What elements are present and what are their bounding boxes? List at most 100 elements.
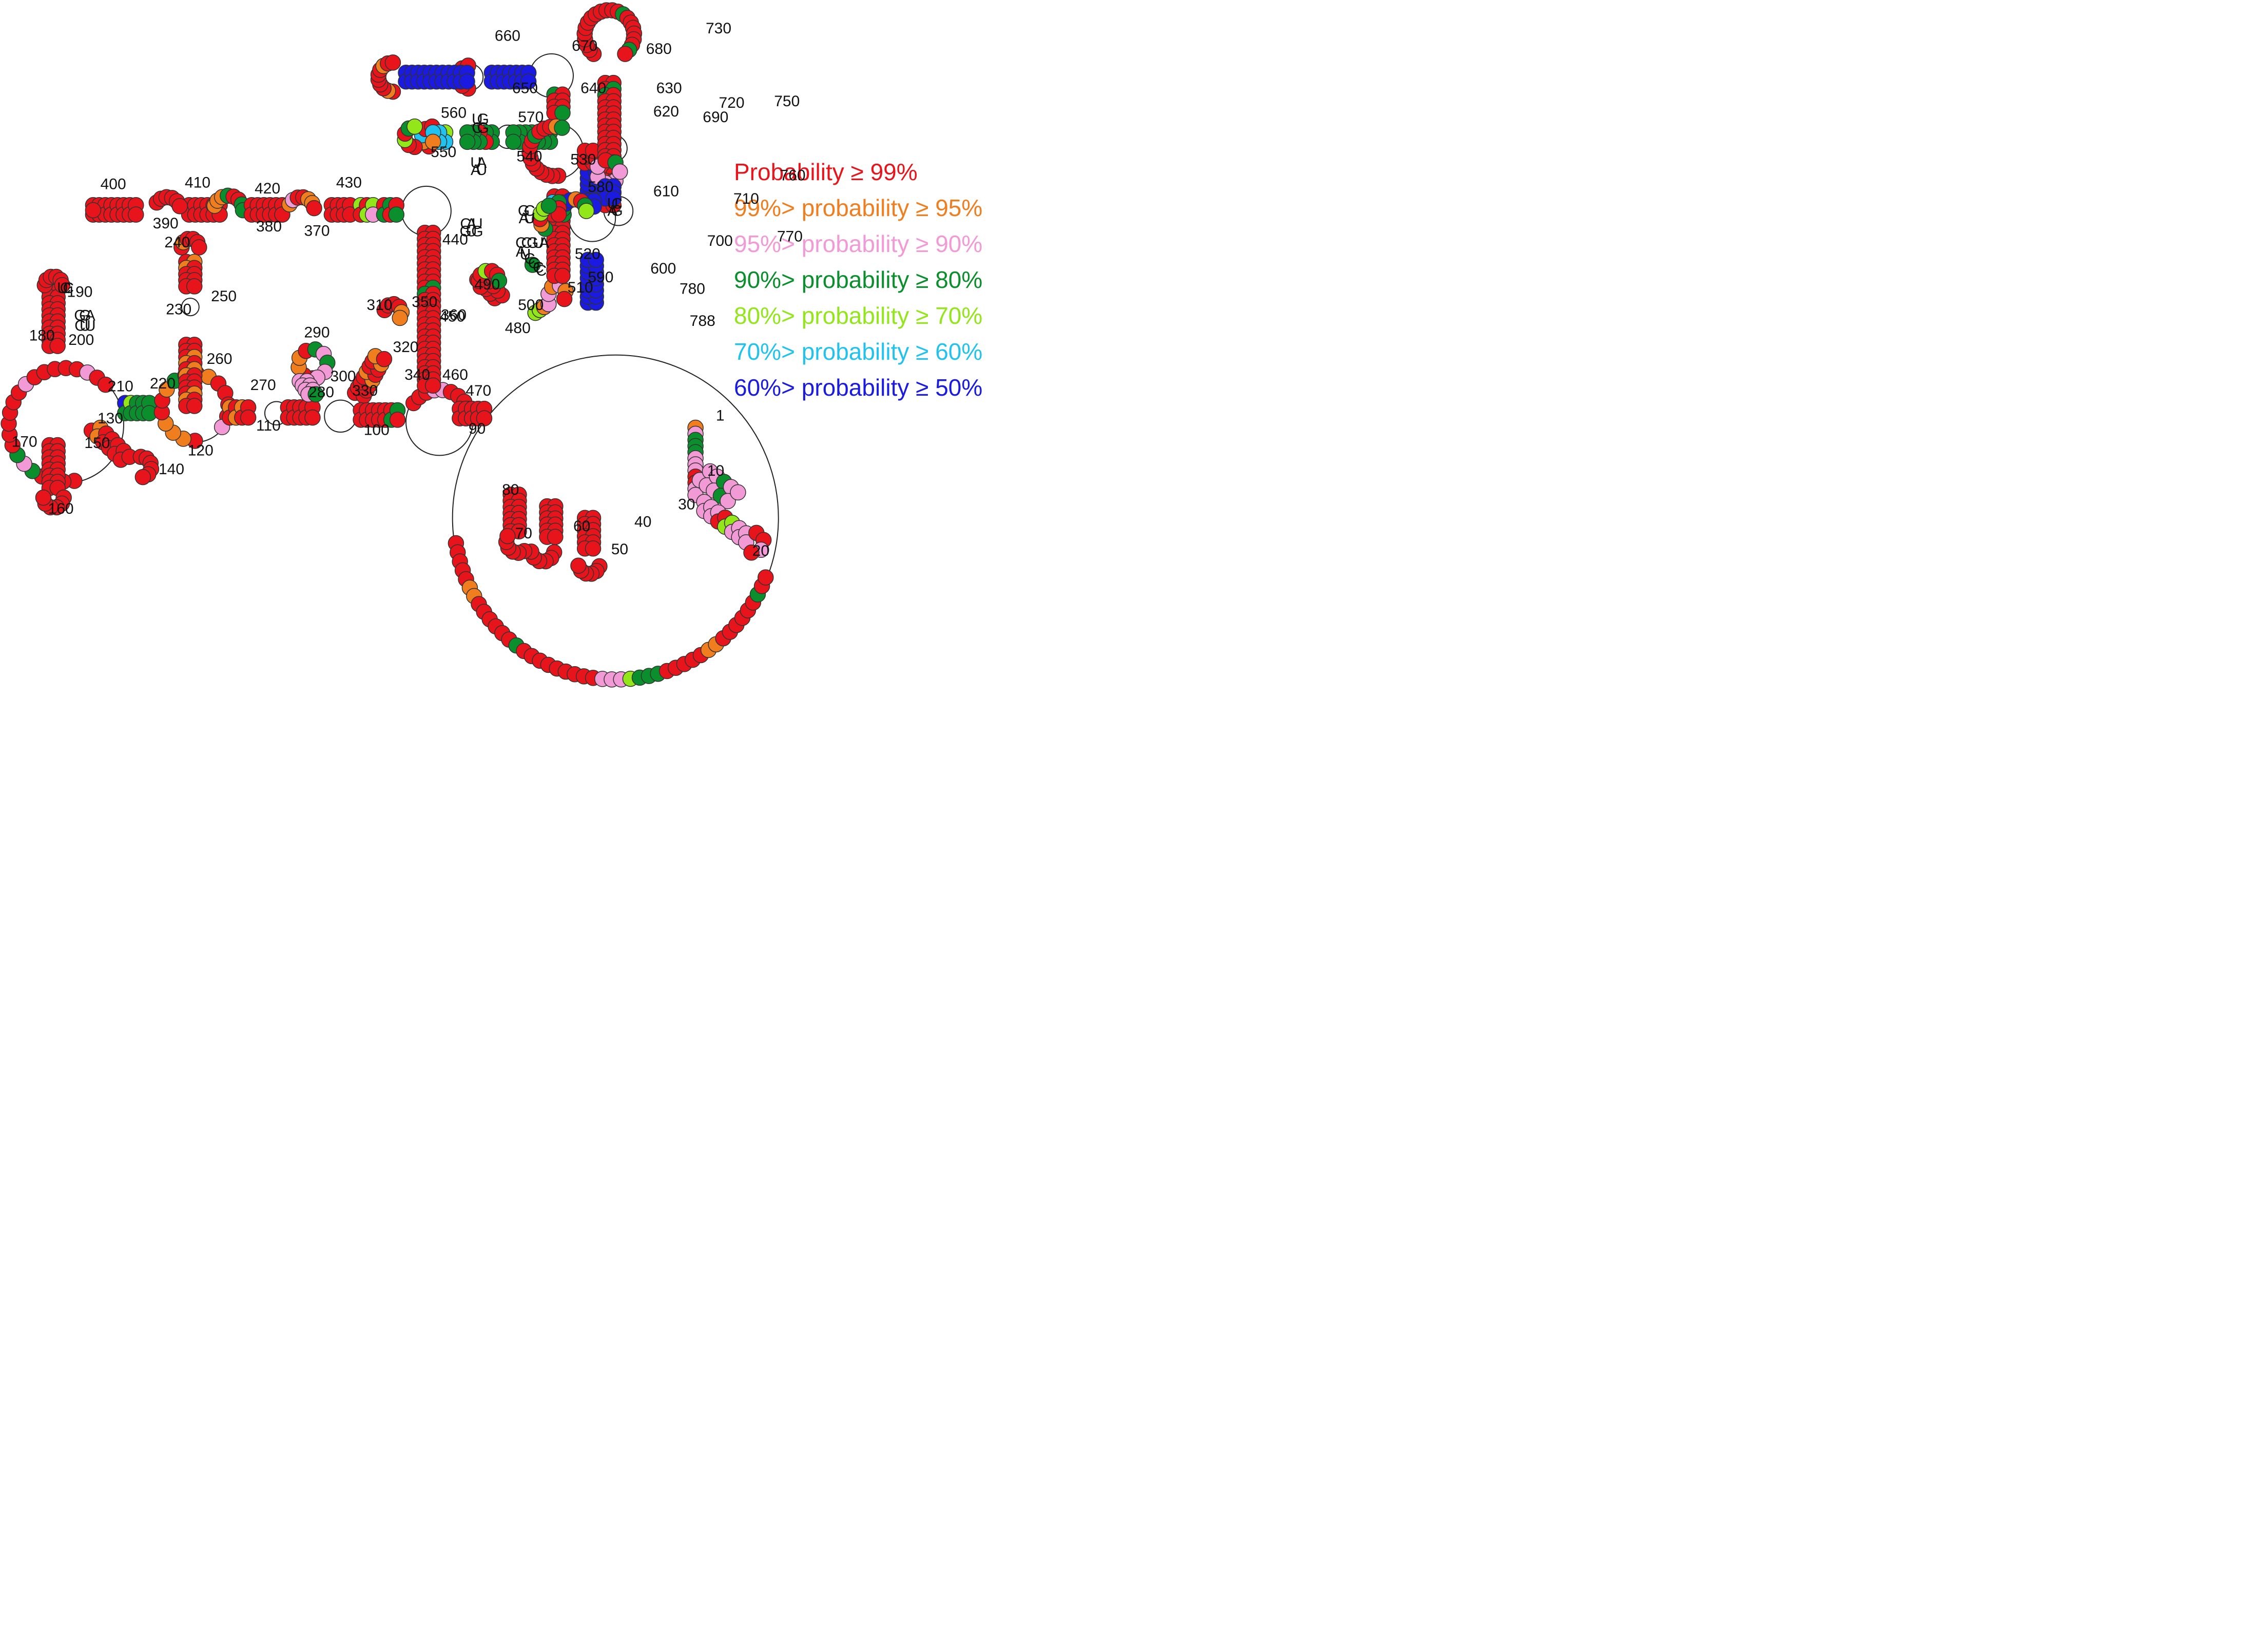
nucleotide (388, 206, 405, 223)
nucleotide-circles (1, 2, 774, 688)
sequence-letter: C (536, 262, 547, 279)
nucleotide (730, 484, 746, 501)
nucleotide (98, 376, 114, 393)
nucleotide (389, 412, 406, 428)
position-label: 470 (466, 382, 491, 399)
position-label: 140 (159, 461, 184, 478)
position-label: 90 (469, 420, 486, 437)
position-label: 260 (207, 351, 232, 367)
sequence-letter: U (520, 246, 531, 263)
loop-outline (324, 399, 357, 433)
position-label: 530 (570, 151, 596, 168)
nucleotide (520, 73, 537, 90)
legend-item: 70%> probability ≥ 60% (734, 338, 983, 365)
sequence-letter: G (460, 223, 472, 240)
nucleotide (424, 377, 441, 394)
position-label: 460 (442, 366, 468, 383)
position-label: 780 (680, 281, 705, 298)
nucleotide (35, 489, 52, 506)
nucleotide (186, 278, 203, 295)
position-label: 180 (29, 327, 55, 344)
sequence-letter: A (471, 162, 481, 179)
position-label: 190 (67, 283, 92, 300)
position-label: 210 (108, 378, 133, 395)
sequence-letter: C (524, 250, 535, 267)
sequence-letter: U (85, 318, 96, 335)
nucleotide (617, 46, 633, 62)
position-label: 690 (703, 109, 728, 126)
position-label: 70 (515, 525, 532, 542)
position-label: 680 (646, 41, 672, 57)
sequence-letter: A (467, 216, 477, 232)
position-label: 540 (516, 148, 542, 165)
position-label: 330 (352, 382, 378, 399)
position-label: 520 (575, 246, 600, 263)
legend-item: 99%> probability ≥ 95% (734, 195, 983, 221)
position-label: 160 (48, 500, 74, 517)
nucleotide (556, 290, 573, 307)
sequence-letter: U (470, 154, 481, 171)
position-label: 450 (439, 308, 465, 325)
nucleotide (128, 206, 144, 223)
position-label: 170 (12, 433, 37, 450)
nucleotide (384, 54, 401, 71)
loop-outlines (7, 53, 779, 682)
sequence-letter: G (527, 235, 538, 251)
position-label: 440 (442, 231, 468, 248)
nucleotide (491, 273, 508, 289)
position-label: 490 (474, 276, 500, 293)
position-label: 80 (502, 481, 519, 498)
position-label: 100 (364, 422, 390, 439)
sequence-letter: U (57, 280, 68, 297)
sequence-letter: U (80, 318, 91, 335)
position-label: 788 (690, 313, 715, 329)
nucleotide (424, 133, 441, 150)
sequence-letter: A (85, 307, 95, 324)
nucleotide (554, 105, 571, 121)
sequence-letter: G (518, 203, 530, 220)
nucleotide (524, 257, 541, 273)
sequence-letter: C (74, 318, 86, 335)
position-label: 20 (752, 542, 769, 559)
position-label: 240 (164, 234, 190, 251)
legend-item: Probability ≥ 99% (734, 159, 918, 185)
sequence-letter: U (472, 111, 483, 128)
position-label: 700 (707, 232, 733, 249)
sequence-letter: U (476, 162, 488, 179)
position-label: 300 (331, 368, 356, 385)
sequence-letter: C (515, 235, 527, 251)
sequence-letter: C (521, 235, 532, 251)
legend-item: 95%> probability ≥ 90% (734, 230, 983, 257)
position-label: 400 (101, 176, 126, 193)
nucleotide (307, 386, 324, 403)
position-label: 750 (774, 93, 800, 110)
position-label: 720 (719, 94, 744, 111)
position-label: 40 (634, 513, 651, 530)
nucleotide (547, 529, 564, 545)
sequence-letter: U (607, 195, 618, 212)
nucleotide (611, 163, 628, 180)
nucleotide (505, 133, 521, 150)
position-label: 250 (211, 288, 237, 305)
position-label: 290 (304, 324, 330, 341)
sequence-letter: A (519, 210, 529, 227)
nucleotide (376, 351, 393, 367)
nucleotide (540, 198, 557, 214)
nucleotide (171, 198, 188, 215)
sequence-letter: A (476, 154, 487, 171)
position-label: 570 (518, 109, 544, 126)
sequence-letter: G (528, 255, 540, 272)
nucleotide (570, 557, 587, 574)
nucleotide (186, 398, 203, 414)
position-label: 660 (495, 27, 520, 44)
sequence-letter: A (539, 235, 549, 251)
nucleotide (304, 409, 321, 426)
sequence-letter: C (60, 280, 71, 297)
sequence-letter: G (477, 120, 489, 137)
nucleotide (85, 202, 102, 219)
position-label: 60 (573, 518, 590, 535)
position-label: 590 (588, 269, 613, 286)
nucleotide (49, 338, 66, 354)
nucleotide (476, 410, 493, 426)
